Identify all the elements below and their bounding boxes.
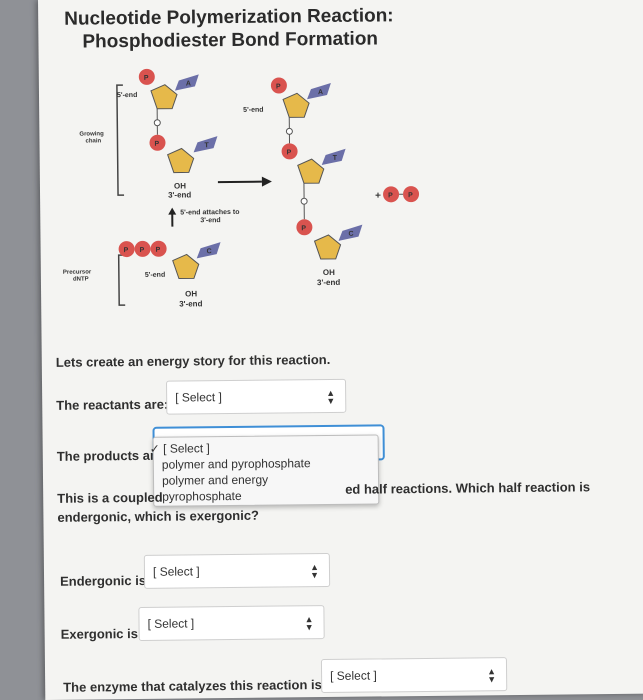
exergonic-select[interactable]: [ Select ] ▲▼ xyxy=(138,605,325,641)
dropdown-option-label: [ Select ] xyxy=(163,441,210,456)
check-icon: ✓ xyxy=(149,441,160,456)
five-end-label: 5'-end xyxy=(117,92,137,99)
phosphate-label: P xyxy=(140,247,145,254)
five-end-label: 5'-end xyxy=(145,272,165,279)
endergonic-select-value: [ Select ] xyxy=(152,564,200,579)
reactants-select[interactable]: [ Select ] ▲▼ xyxy=(165,378,347,415)
sugar-icon xyxy=(167,147,195,174)
coupled-text-end: ed half reactions. Which half reaction i… xyxy=(345,479,591,497)
base-c-label: C xyxy=(207,248,212,255)
phosphate-icon xyxy=(149,134,166,151)
base-a-icon xyxy=(174,74,199,91)
phosphate-label: P xyxy=(408,192,413,199)
arrow-up-icon xyxy=(168,207,177,215)
base-a-icon xyxy=(307,82,331,100)
coupled-text-line-2: endergonic, which is exergonic? xyxy=(57,507,260,525)
phosphate-icon xyxy=(134,240,151,257)
reaction-arrow-icon xyxy=(261,176,272,187)
dropdown-option-polymer-pyrophosphate[interactable]: polymer and pyrophosphate xyxy=(161,456,311,472)
phosphate-icon xyxy=(138,68,155,85)
oh-label: OH xyxy=(323,268,335,277)
phosphate-label: P xyxy=(154,141,159,148)
attaches-label: 3'-end xyxy=(200,217,220,224)
base-t-icon xyxy=(321,148,346,166)
five-end-label: 5'-end xyxy=(243,107,263,114)
oh-label: OH xyxy=(174,181,186,190)
phosphate-icon xyxy=(296,219,313,236)
select-arrows-icon: ▲▼ xyxy=(326,387,336,407)
exergonic-label: Exergonic is: xyxy=(60,625,143,642)
page-title: Nucleotide Polymerization Reaction: Phos… xyxy=(64,4,394,53)
growing-chain-label: Growing xyxy=(79,131,104,137)
phosphate-icon xyxy=(383,186,400,203)
base-a-label: A xyxy=(318,89,323,96)
base-t-label: T xyxy=(333,155,338,162)
phosphate-label: P xyxy=(144,75,149,82)
precursor-label: Precursor xyxy=(63,269,92,275)
phosphate-icon xyxy=(150,240,167,257)
precursor-label: dNTP xyxy=(73,276,89,282)
phosphate-label: P xyxy=(287,149,292,156)
base-c-label: C xyxy=(348,231,353,238)
title-line-1: Nucleotide Polymerization Reaction: xyxy=(64,5,394,30)
select-arrows-icon: ▲▼ xyxy=(487,666,497,685)
three-end-label: 3'-end xyxy=(317,278,340,287)
sugar-icon xyxy=(282,92,310,118)
sugar-icon xyxy=(297,158,325,184)
phosphate-label: P xyxy=(301,225,306,232)
oh-label: OH xyxy=(185,289,197,298)
products-label: The products are xyxy=(56,447,163,464)
reactants-label: The reactants are: xyxy=(56,396,169,413)
worksheet-page: Nucleotide Polymerization Reaction: Phos… xyxy=(38,0,643,700)
dropdown-option-polymer-energy[interactable]: polymer and energy xyxy=(161,472,269,488)
phosphate-icon xyxy=(403,186,420,203)
title-line-2: Phosphodiester Bond Formation xyxy=(82,28,379,53)
enzyme-label: The enzyme that catalyzes this reaction … xyxy=(63,677,322,695)
sugar-icon xyxy=(150,84,178,110)
base-c-icon xyxy=(196,242,221,259)
phosphate-icon xyxy=(281,143,298,160)
base-a-label: A xyxy=(186,80,191,87)
sugar-icon xyxy=(313,234,342,260)
select-arrows-icon: ▲▼ xyxy=(309,562,320,581)
base-t-label: T xyxy=(204,142,209,149)
plus-sign: + xyxy=(375,190,381,201)
intro-text: Lets create an energy story for this rea… xyxy=(55,351,331,370)
polymerization-diagram: P A P T OH 3'-end 5'-end Growing chain 5… xyxy=(63,68,420,309)
phosphate-label: P xyxy=(124,247,129,254)
coupled-text-start: This is a coupled xyxy=(57,489,163,506)
dropdown-option-pyrophosphate[interactable]: pyrophosphate xyxy=(162,488,242,504)
base-c-icon xyxy=(338,224,363,241)
exergonic-select-value: [ Select ] xyxy=(147,616,195,631)
dropdown-option-select[interactable]: ✓ [ Select ] xyxy=(150,441,210,456)
endergonic-label: Endergonic is: xyxy=(60,572,151,589)
three-end-label: 3'-end xyxy=(168,190,191,199)
sugar-icon xyxy=(172,253,200,280)
phosphate-label: P xyxy=(388,192,393,199)
enzyme-select[interactable]: [ Select ] ▲▼ xyxy=(320,657,508,694)
three-end-label: 3'-end xyxy=(179,299,202,308)
phosphate-icon xyxy=(270,77,287,94)
phosphate-icon xyxy=(118,241,135,258)
phosphate-label: P xyxy=(156,247,161,254)
phosphate-label: P xyxy=(276,83,281,90)
reactants-select-value: [ Select ] xyxy=(175,390,222,405)
endergonic-select[interactable]: [ Select ] ▲▼ xyxy=(143,552,331,589)
base-t-icon xyxy=(193,136,218,153)
select-arrows-icon: ▲▼ xyxy=(304,614,314,633)
enzyme-select-value: [ Select ] xyxy=(330,668,377,683)
growing-chain-label: chain xyxy=(85,138,101,144)
attaches-label: 5'-end attaches to xyxy=(180,209,239,217)
